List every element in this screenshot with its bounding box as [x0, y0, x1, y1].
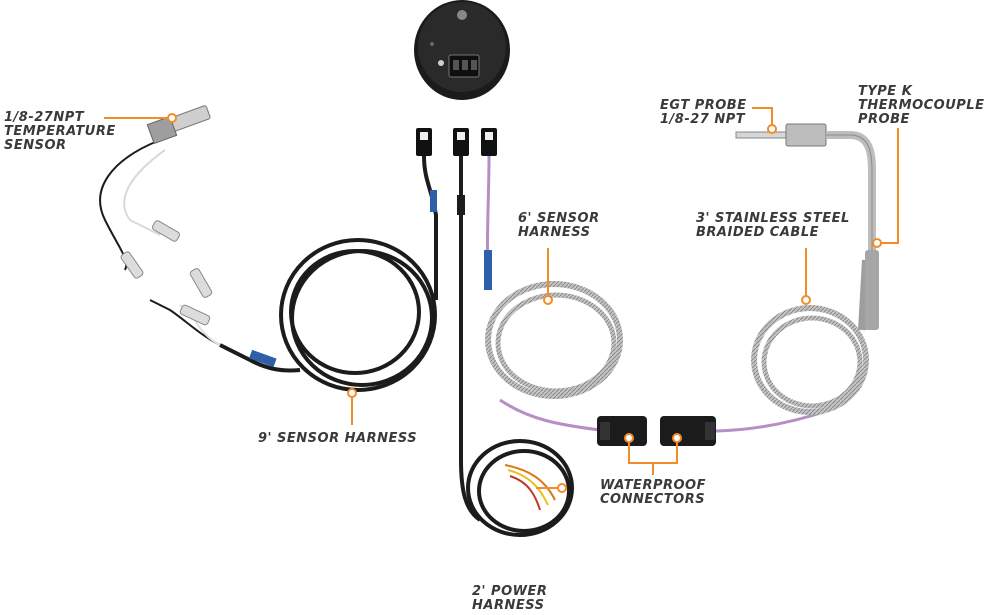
label-9ft-sensor-harness: 9' SENSOR HARNESS	[258, 431, 418, 446]
callout-lines	[104, 107, 899, 489]
sensor-harness-9ft	[219, 155, 438, 392]
label-6ft-sensor-harness: 6' SENSOR HARNESS	[518, 211, 600, 240]
label-2ft-power-harness: 2' POWER HARNESS	[472, 584, 548, 613]
sensor-harness-6ft	[484, 155, 623, 432]
gauge-connector-plugs	[416, 128, 497, 156]
power-harness-2ft	[457, 156, 574, 537]
label-type-k-probe: TYPE K THERMOCOUPLE PROBE	[858, 84, 985, 127]
spade-terminals	[120, 220, 213, 326]
label-temperature-sensor: 1/8-27NPT TEMPERATURE SENSOR	[4, 110, 116, 153]
gauge	[414, 0, 510, 100]
label-waterproof-connectors: WATERPROOF CONNECTORS	[600, 478, 706, 507]
egt-probe	[735, 123, 879, 330]
label-3ft-braided-cable: 3' STAINLESS STEEL BRAIDED CABLE	[696, 211, 850, 240]
waterproof-connectors	[597, 416, 716, 446]
temperature-sensor	[146, 105, 211, 145]
label-egt-probe: EGT PROBE 1/8-27 NPT	[660, 98, 747, 127]
callout-dots	[167, 113, 882, 493]
braided-cable-3ft	[715, 259, 870, 433]
